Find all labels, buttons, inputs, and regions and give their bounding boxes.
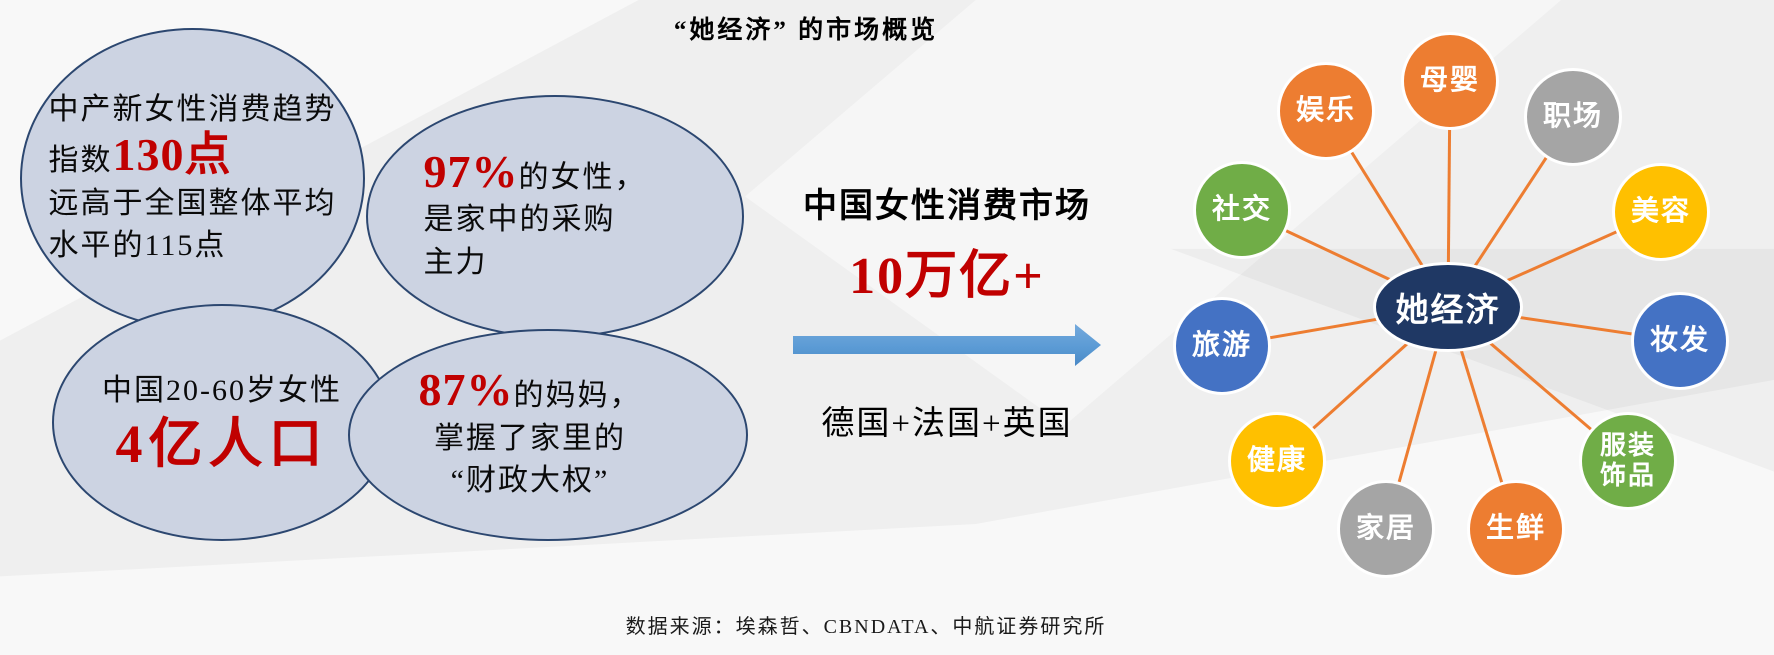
bubble-line: 主力	[423, 245, 488, 279]
bubble-line: 中国20-60岁女性	[102, 374, 342, 408]
bubble-line: 中产新女性消费趋势	[48, 93, 337, 127]
highlight-value: 97%	[423, 145, 519, 197]
bubble-line: 指数130点	[48, 128, 337, 183]
node-label: 社交	[1211, 193, 1272, 225]
bubble-line: “财政大权”	[450, 464, 610, 498]
highlight-value: 4亿人口	[115, 413, 329, 474]
bubble-line: 97%的女性，	[423, 145, 647, 200]
bubble-text: 中国20-60岁女性 4亿人口	[102, 370, 342, 475]
bubble-text: 97%的女性， 是家中的采购 主力	[423, 145, 647, 285]
bubble-text: 中产新女性消费趋势 指数130点 远高于全国整体平均 水平的115点	[49, 89, 337, 267]
hub-node-social: 社交	[1193, 161, 1291, 259]
hub-node-entertainment: 娱乐	[1277, 62, 1375, 160]
bubble-line-rest: 的妈妈，	[513, 379, 642, 413]
market-summary: 中国女性消费市场 10万亿+ 德国+法国+英国	[780, 178, 1114, 444]
stat-bubble-consumption-index: 中产新女性消费趋势 指数130点 远高于全国整体平均 水平的115点	[20, 28, 365, 329]
node-label: 服装 饰品	[1599, 431, 1656, 490]
data-source: 数据来源：埃森哲、CBNDATA、中航证券研究所	[625, 616, 1107, 638]
stat-bubble-population: 中国20-60岁女性 4亿人口	[52, 304, 392, 541]
node-label: 家居	[1355, 512, 1416, 544]
hub-node-makeup-hair: 妆发	[1631, 292, 1729, 390]
hub-node-career: 职场	[1524, 68, 1622, 166]
hub-node-health: 健康	[1228, 412, 1326, 510]
highlight-value: 87%	[418, 364, 514, 416]
hub-node-home: 家居	[1337, 480, 1435, 578]
hub-node-travel: 旅游	[1173, 297, 1271, 395]
bubble-line: 掌握了家里的	[434, 421, 626, 455]
stat-bubble-purchase-main-force: 97%的女性， 是家中的采购 主力	[366, 95, 744, 338]
hub-node-beauty: 美容	[1612, 163, 1710, 261]
hub-node-maternal-baby: 母婴	[1401, 32, 1499, 130]
bubble-text: 87%的妈妈， 掌握了家里的 “财政大权”	[419, 367, 642, 503]
page-title: “她经济” 的市场概览	[673, 17, 939, 44]
bubble-line-rest: 的女性，	[518, 160, 647, 194]
hub-center-label: 她经济	[1395, 293, 1501, 329]
node-label: 旅游	[1191, 329, 1252, 361]
node-label: 职场	[1542, 100, 1603, 132]
node-label: 生鲜	[1485, 512, 1546, 544]
node-label: 妆发	[1649, 324, 1710, 356]
market-comparison: 德国+法国+英国	[821, 406, 1073, 442]
node-label: 健康	[1246, 444, 1307, 476]
market-title: 中国女性消费市场	[803, 188, 1091, 225]
node-label: 娱乐	[1295, 94, 1356, 126]
node-label: 美容	[1630, 195, 1691, 227]
arrow-right-icon	[793, 324, 1101, 366]
market-amount: 10万亿+	[849, 248, 1045, 305]
node-label: 母婴	[1419, 64, 1480, 96]
hub-node-fresh-food: 生鲜	[1467, 480, 1565, 578]
hub-node-apparel-accessories: 服装 饰品	[1579, 412, 1677, 510]
highlight-value: 130点	[112, 128, 232, 180]
bubble-line: 水平的115点	[48, 229, 227, 263]
bubble-line: 87%的妈妈，	[419, 367, 642, 418]
bubble-line: 是家中的采购	[423, 203, 616, 237]
hub-center-she-economy: 她经济	[1373, 262, 1523, 352]
bubble-line-prefix: 指数	[48, 143, 113, 177]
bubble-line: 远高于全国整体平均	[48, 186, 337, 220]
stat-bubble-financial-power: 87%的妈妈， 掌握了家里的 “财政大权”	[348, 329, 748, 541]
